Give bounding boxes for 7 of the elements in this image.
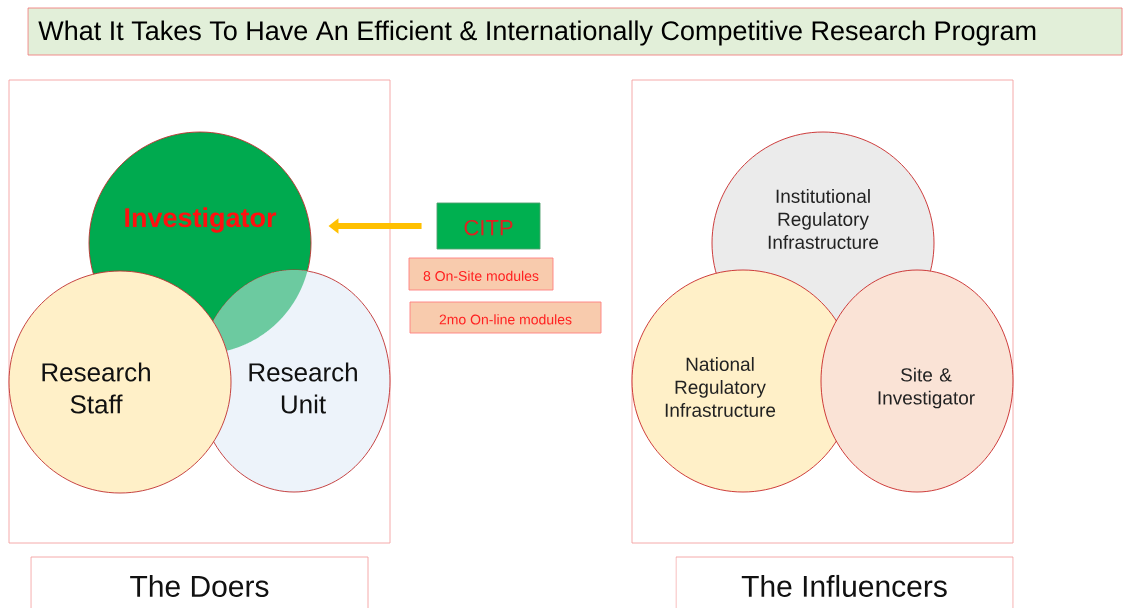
label-box: 8 On-Site modules — [408, 257, 554, 291]
title-banner: What It Takes To Have An Efficient & Internationally Competitive Research Program — [27, 7, 1123, 56]
overlap-region — [213, 270, 308, 351]
label-box: CITP — [436, 202, 541, 250]
label-box: The Doers — [30, 556, 369, 608]
label-box: 2mo On-line modules — [409, 301, 602, 334]
label-box: The Influencers — [675, 556, 1014, 608]
